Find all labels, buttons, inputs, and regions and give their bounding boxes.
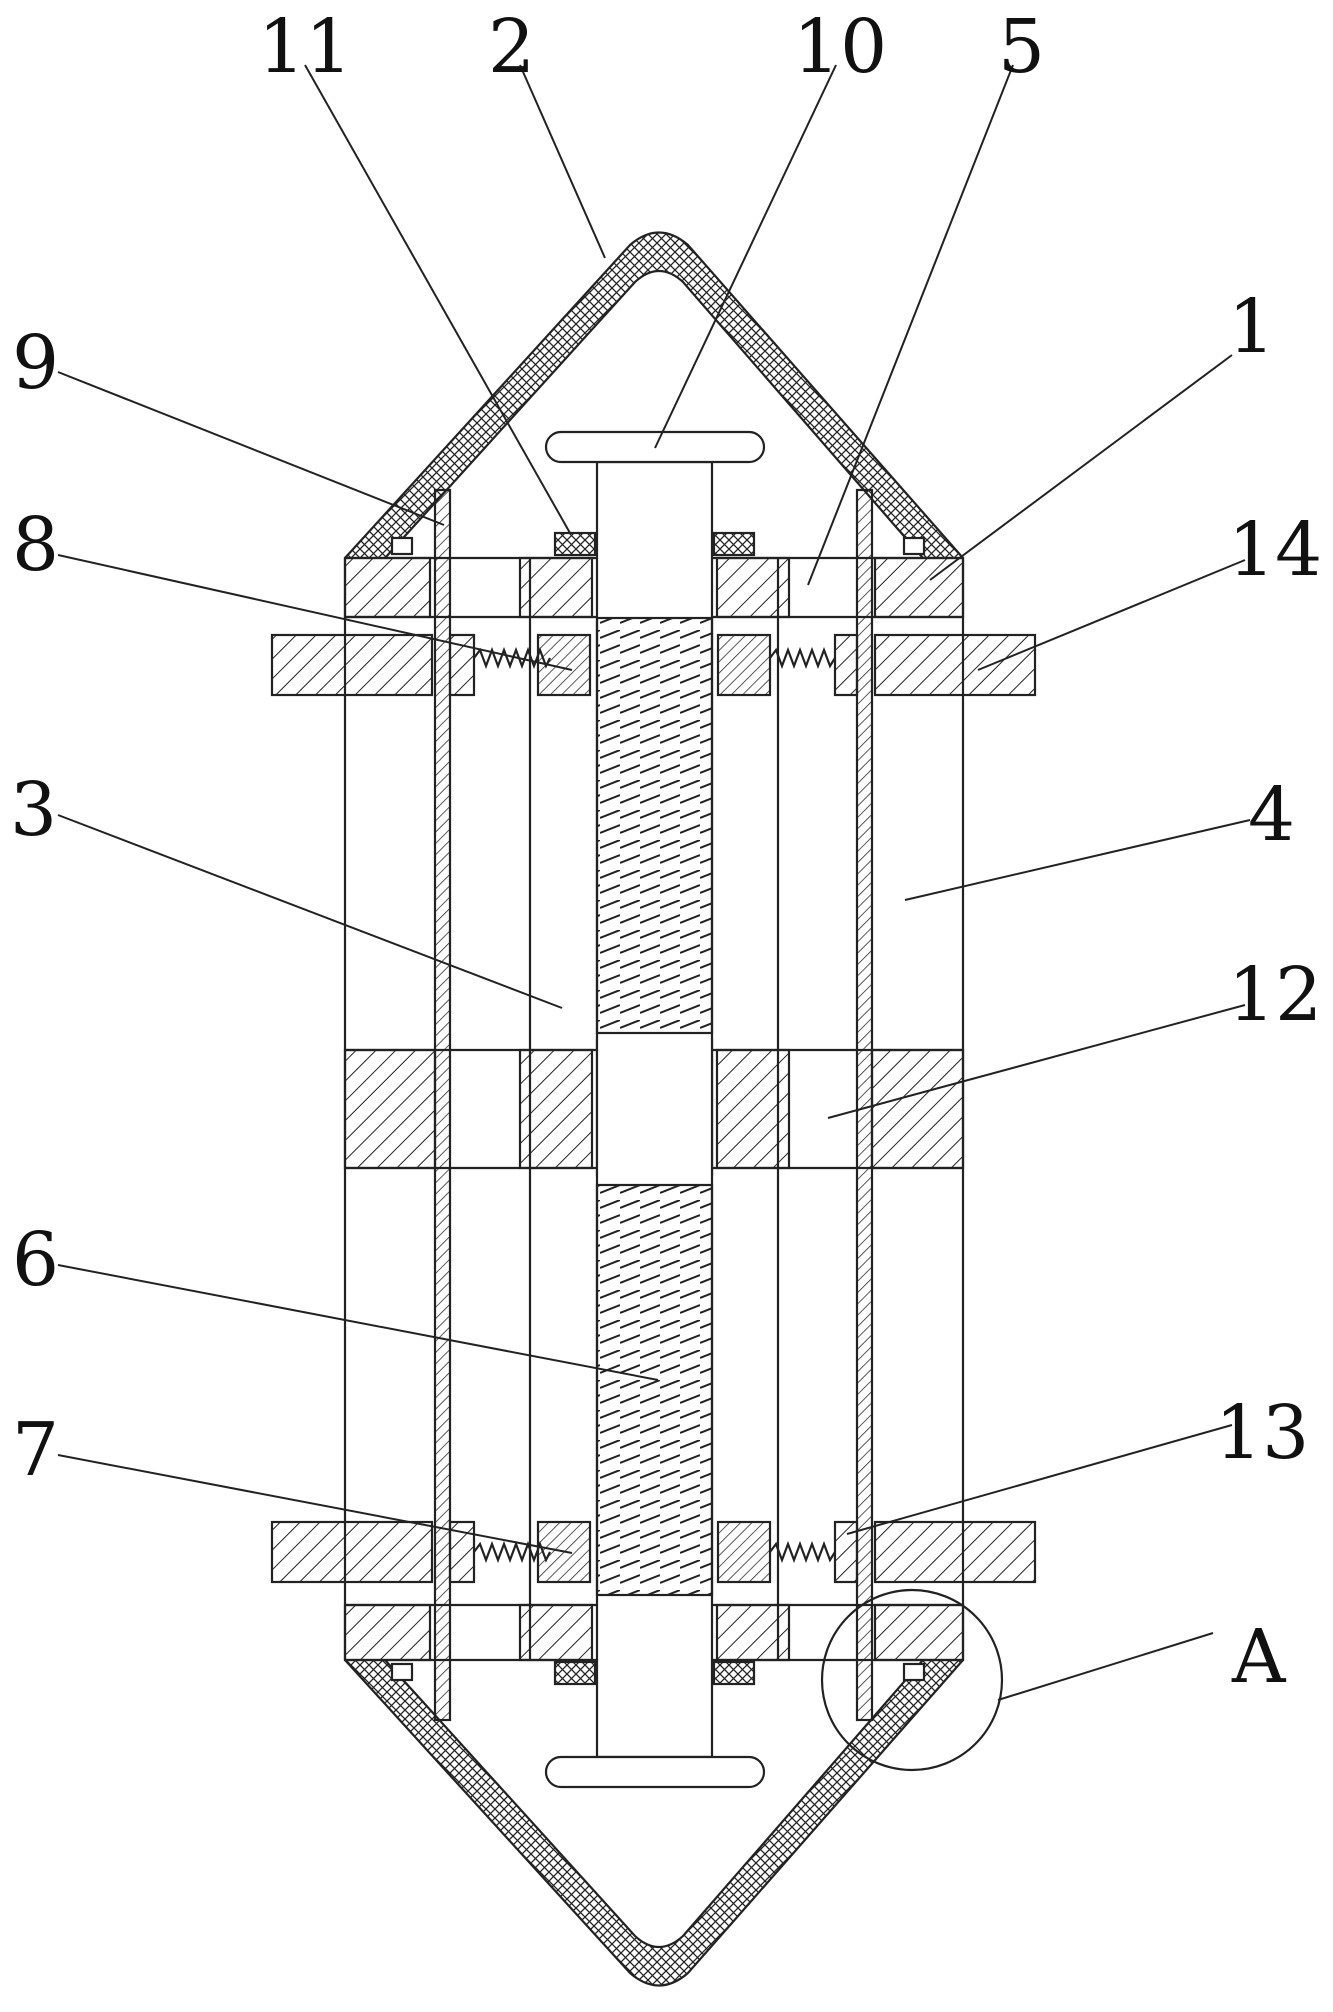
label-1: 1 <box>1228 284 1275 370</box>
label-11: 11 <box>258 4 352 90</box>
label-14: 14 <box>1228 507 1322 593</box>
label-6: 6 <box>12 1217 59 1303</box>
mechanism-drawing <box>58 65 1250 1986</box>
label-4: 4 <box>1248 772 1295 858</box>
label-10: 10 <box>793 4 887 90</box>
label-a: A <box>1231 1614 1287 1700</box>
label-8: 8 <box>12 502 59 588</box>
label-9: 9 <box>12 320 59 406</box>
label-13: 13 <box>1215 1390 1309 1476</box>
label-12: 12 <box>1228 952 1322 1038</box>
label-3: 3 <box>10 767 57 853</box>
label-2: 2 <box>488 4 535 90</box>
label-7: 7 <box>12 1407 59 1493</box>
label-5: 5 <box>998 4 1045 90</box>
